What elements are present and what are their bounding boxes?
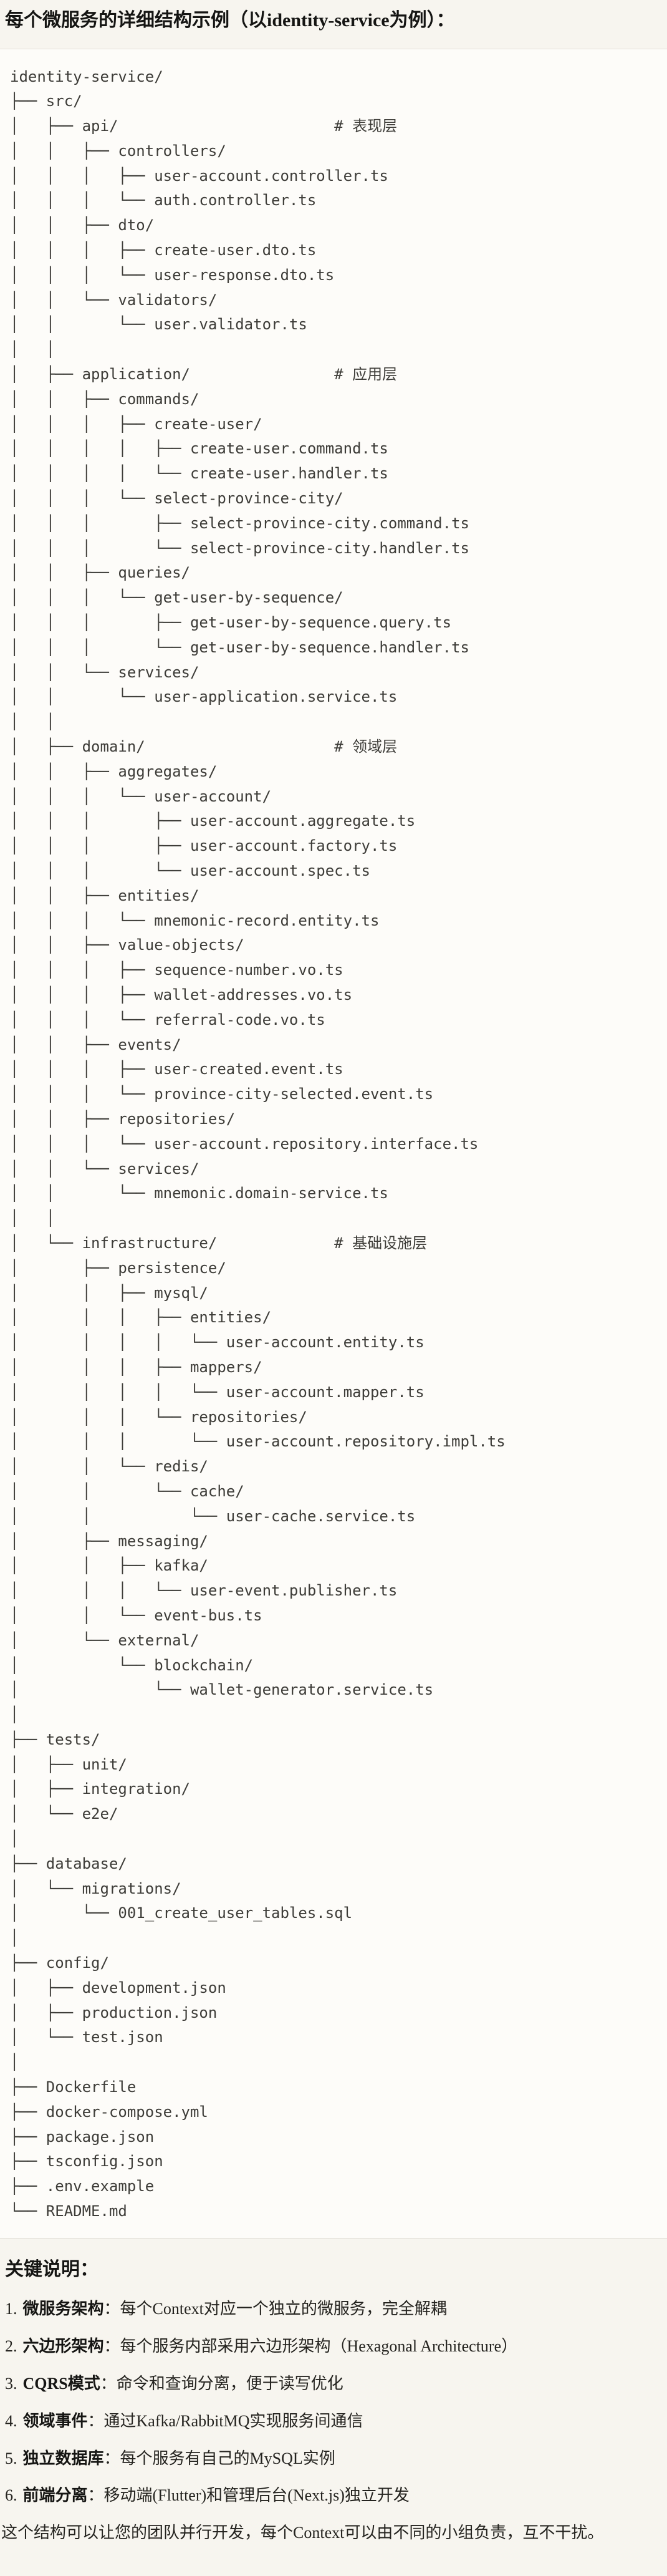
note-number: 4. — [5, 2411, 17, 2430]
notes-heading: 关键说明： — [5, 2259, 98, 2280]
note-term: 六边形架构 — [22, 2337, 104, 2356]
note-term: 领域事件 — [22, 2411, 88, 2430]
notes-list: 1. 微服务架构：每个Context对应一个独立的微服务，完全解耦 2. 六边形架构… — [0, 2298, 667, 2506]
note-item: 5. 独立数据库：每个服务有自己的MySQL实例 — [5, 2448, 662, 2469]
note-item: 6. 前端分离：移动端(Flutter)和管理后台(Next.js)独立开发 — [5, 2485, 662, 2506]
note-number: 2. — [5, 2337, 17, 2356]
directory-tree-code-block: identity-service/ ├── src/ │ ├── api/ # … — [0, 48, 667, 2239]
note-item: 2. 六边形架构：每个服务内部采用六边形架构（Hexagonal Architec… — [5, 2336, 662, 2357]
note-item: 4. 领域事件：通过Kafka/RabbitMQ实现服务间通信 — [5, 2411, 662, 2432]
note-number: 6. — [5, 2486, 17, 2505]
note-term: CQRS模式 — [22, 2374, 100, 2393]
note-number: 3. — [5, 2374, 17, 2393]
note-desc: ：每个服务有自己的MySQL实例 — [103, 2449, 335, 2467]
note-desc: ：每个Context对应一个独立的微服务，完全解耦 — [103, 2300, 447, 2318]
note-desc: ：通过Kafka/RabbitMQ实现服务间通信 — [87, 2411, 363, 2430]
note-item: 1. 微服务架构：每个Context对应一个独立的微服务，完全解耦 — [5, 2298, 662, 2320]
note-desc: ：命令和查询分离，便于读写优化 — [100, 2374, 343, 2393]
note-number: 1. — [5, 2300, 17, 2318]
document: 每个微服务的详细结构示例（以identity-service为例）： ident… — [0, 8, 667, 2544]
page-title: 每个微服务的详细结构示例（以identity-service为例）： — [5, 10, 455, 31]
note-term: 前端分离 — [22, 2486, 88, 2505]
note-desc: ：每个服务内部采用六边形架构（Hexagonal Architecture） — [103, 2337, 518, 2356]
note-desc: ：移动端(Flutter)和管理后台(Next.js)独立开发 — [87, 2486, 410, 2505]
note-item: 3. CQRS模式：命令和查询分离，便于读写优化 — [5, 2373, 662, 2394]
note-term: 微服务架构 — [22, 2300, 104, 2318]
note-term: 独立数据库 — [22, 2449, 104, 2467]
note-number: 5. — [5, 2449, 17, 2467]
closing-paragraph: 这个结构可以让您的团队并行开发，每个Context可以由不同的小组负责，互不干扰… — [1, 2524, 604, 2542]
